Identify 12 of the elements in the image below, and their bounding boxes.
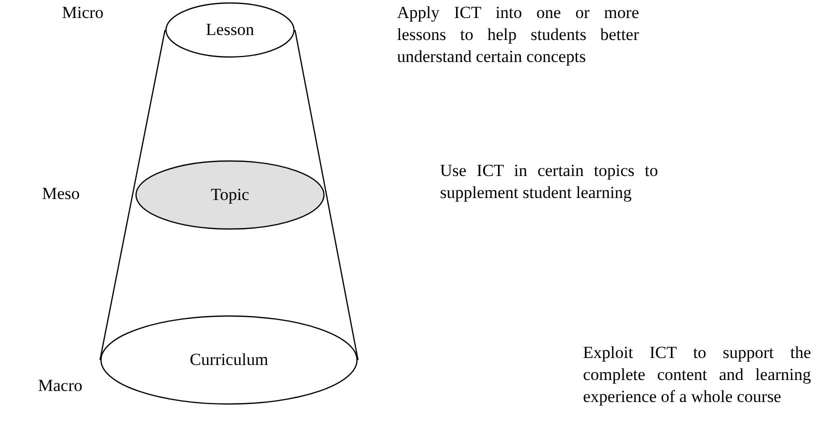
level-ellipse [165, 2, 295, 58]
level-label: Curriculum [190, 349, 268, 371]
description-text: Apply ICT into one or more lessons to help students better understand certain concepts [397, 2, 639, 68]
level-label: Lesson [206, 19, 254, 41]
level-ellipse [100, 315, 358, 405]
level-ellipse [135, 160, 325, 230]
scale-label: Meso [42, 183, 81, 205]
level-label: Topic [210, 184, 250, 206]
description-text: Use ICT in certain topics to supplement student learning [440, 160, 658, 204]
scale-label: Macro [38, 375, 84, 397]
description-text: Exploit ICT to support the complete content and learning experience of a whole course [583, 342, 811, 408]
scale-label: Micro [62, 2, 105, 24]
